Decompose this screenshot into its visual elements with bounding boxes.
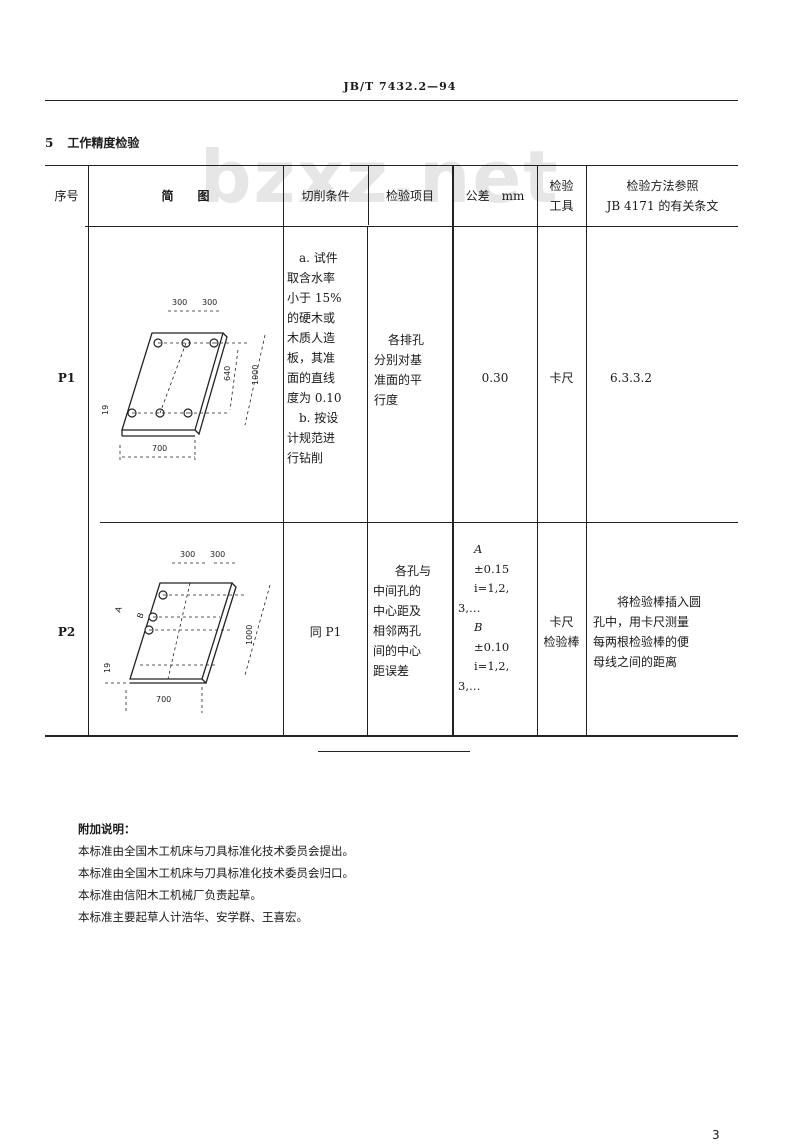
text-line: 的硬木或 (287, 311, 336, 325)
header-tool: 检验 工具 (537, 176, 586, 216)
row-seq: P2 (57, 625, 76, 639)
col-divider-1 (88, 165, 89, 735)
text-line: 取含水率 (287, 271, 336, 285)
text-line: 各排孔 (388, 333, 425, 347)
header-tolerance: 公差 mm (465, 189, 525, 203)
text-line: 中间孔的 (373, 584, 422, 598)
header-diagram: 简 图 (161, 189, 210, 203)
text-line: 3,… (458, 600, 481, 615)
header-item: 检验项目 (385, 189, 434, 203)
note-line: 本标准主要起草人计浩华、安学群、王喜宏。 (78, 910, 308, 924)
row-method: 6.3.3.2 (610, 371, 652, 385)
p1-dim-700: 700 (152, 444, 167, 453)
text-line: 将检验棒插入圆 (617, 595, 702, 609)
p2-label-b: B (135, 611, 145, 619)
text-line: 3,… (458, 678, 481, 693)
p1-dim-1000: 1000 (251, 365, 260, 385)
text-line: B (474, 620, 483, 634)
end-rule (318, 751, 470, 752)
text-line: 间的中心 (373, 644, 422, 658)
p2-diagram: 300 300 A B 1000 19 700 (103, 550, 271, 713)
text-line: 分别对基 (374, 353, 423, 367)
section-heading: 5 工作精度检验 (45, 134, 153, 151)
text-line: 度为 0.10 (287, 391, 342, 405)
row-item: 各孔与 中间孔的 中心距及 相邻两孔 间的中心 距误差 (373, 561, 451, 681)
p2-dim-300b: 300 (210, 550, 225, 559)
notes-title: 附加说明： (78, 822, 136, 836)
text-line: 距误差 (373, 664, 410, 678)
p1-dim-19: 19 (101, 405, 110, 415)
standard-code-header: JB/T 7432.2—94 (343, 80, 457, 93)
row-tool: 卡尺 (549, 371, 574, 385)
col-divider-5 (537, 165, 538, 735)
text-line: 卡尺 (549, 615, 574, 629)
col-divider-3 (367, 226, 368, 735)
p1-dim-640: 640 (223, 366, 232, 381)
text-line: 各孔与 (395, 564, 432, 578)
section-number: 5 (45, 136, 54, 150)
text-line: 行度 (374, 393, 399, 407)
text-line: i=1,2, (474, 659, 510, 673)
row-tool: 卡尺 检验棒 (537, 612, 586, 652)
col-divider-3a (368, 165, 369, 225)
text-line: 检验棒 (543, 635, 580, 649)
text-line: A (474, 542, 483, 556)
text-line: 每两根检验棒的便 (593, 635, 690, 649)
watermark: bzxz.net (200, 135, 560, 219)
text-line: 行钻削 (287, 451, 324, 465)
header-tool-line2: 工具 (549, 199, 574, 213)
text-line: ±0.15 (474, 561, 510, 576)
p2-dim-300a: 300 (180, 550, 195, 559)
text-line: 相邻两孔 (373, 624, 422, 638)
col-divider-2 (283, 165, 284, 735)
table-top-rule (45, 165, 738, 166)
note-line: 本标准由全国木工机床与刀具标准化技术委员会提出。 (78, 844, 354, 858)
col-divider-6 (586, 165, 587, 735)
row-method: 将检验棒插入圆 孔中，用卡尺测量 每两根检验棒的便 母线之间的距离 (593, 592, 735, 672)
row-item: 各排孔 分别对基 准面的平 行度 (374, 330, 452, 410)
header-rule (45, 100, 738, 101)
row-divider (100, 522, 738, 523)
text-line: b. 按设 (299, 411, 339, 425)
row-cutting: a. 试件 取含水率 小于 15% 的硬木或 木质人造 板，其准 面的直线 度为… (287, 248, 367, 468)
row-seq: P1 (57, 371, 76, 385)
row-cutting: 同 P1 (309, 625, 342, 639)
text-line: i=1,2, (474, 581, 510, 595)
section-title: 工作精度检验 (67, 136, 140, 150)
text-line: 中心距及 (373, 604, 422, 618)
text-line: 面的直线 (287, 371, 336, 385)
text-line: 母线之间的距离 (593, 655, 678, 669)
note-line: 本标准由全国木工机床与刀具标准化技术委员会归口。 (78, 866, 354, 880)
text-line: 小于 15% (287, 291, 342, 305)
table-bottom-rule (45, 735, 738, 737)
text-line: 板，其准 (287, 351, 336, 365)
p1-dim-300b: 300 (202, 298, 217, 307)
additional-notes: 附加说明： 本标准由全国木工机床与刀具标准化技术委员会提出。 本标准由全国木工机… (78, 818, 354, 928)
note-line: 本标准由信阳木工机械厂负责起草。 (78, 888, 262, 902)
text-line: 计规范进 (287, 431, 336, 445)
text-line: 准面的平 (374, 373, 423, 387)
header-cutting: 切削条件 (301, 189, 350, 203)
text-line: 木质人造 (287, 331, 336, 345)
header-method-line1: 检验方法参照 (626, 179, 699, 193)
header-tool-line1: 检验 (549, 179, 574, 193)
text-line: 孔中，用卡尺测量 (593, 615, 690, 629)
header-method: 检验方法参照 JB 4171 的有关条文 (587, 176, 738, 216)
header-method-line2: JB 4171 的有关条文 (606, 199, 719, 213)
p1-diagram: 300 300 640 1000 19 700 (101, 298, 266, 460)
p2-label-a: A (113, 605, 124, 614)
row-tolerance: 0.30 (481, 371, 509, 385)
header-seq: 序号 (54, 189, 79, 203)
p1-dim-300a: 300 (172, 298, 187, 307)
header-bottom-rule (85, 226, 738, 227)
page-number: 3 (712, 1128, 720, 1142)
row-tolerance: A ±0.15 i=1,2, 3,… B ±0.10 i=1,2, 3,… (458, 540, 536, 696)
p2-dim-19: 19 (103, 663, 112, 673)
p2-dim-700: 700 (156, 695, 171, 704)
text-line: a. 试件 (299, 251, 338, 265)
col-divider-4 (452, 165, 454, 735)
p2-dim-1000: 1000 (245, 625, 254, 645)
text-line: ±0.10 (474, 639, 510, 654)
